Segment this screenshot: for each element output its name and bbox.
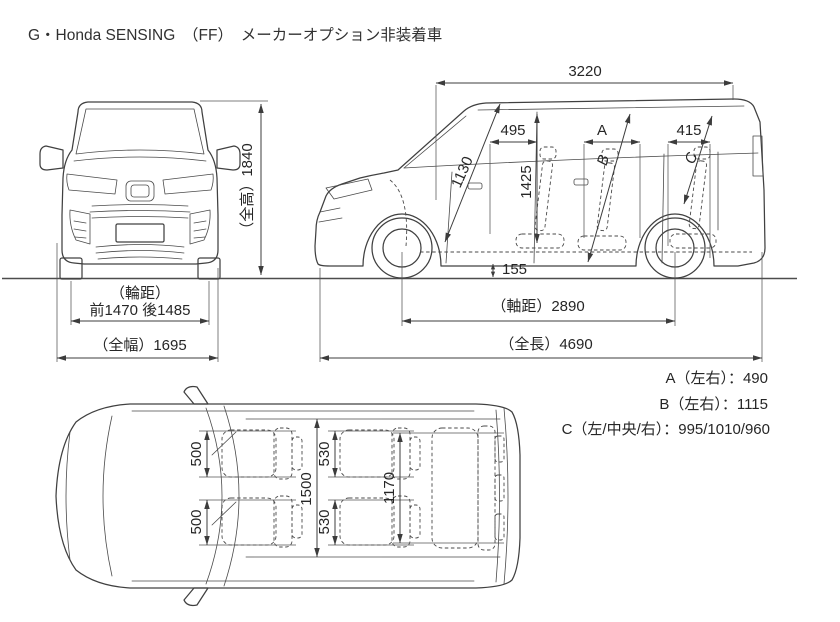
dim-front-seat-left: 500 [188,441,205,466]
front-view: （全高）1840 （輪距） 前1470 後1485 （全幅）1695 [39,100,268,362]
page-title: G・Honda SENSING （FF） メーカーオプション非装着車 [28,26,442,44]
honda-emblem-inner [130,184,150,198]
windshield-arc-2 [223,405,240,587]
license-plate [115,223,165,243]
dim-tread-values: 前1470 後1485 [90,302,191,319]
dim-second-seat-left: 530 [316,441,333,466]
side-view: 3220 495 1130 1425 A B 415 C 155 [314,63,766,362]
wiper-top [211,431,237,456]
legend: A（左右）：490 B（左右）：1115 C（左/中央/右）：995/1010/… [562,370,770,438]
dim-label-b: B [594,153,613,167]
cowl-line [73,156,207,162]
mirror-top [183,385,209,405]
seat-ext-lines-third [393,432,504,544]
dim-slide-door-height: 1425 [518,165,535,198]
windshield [75,108,205,155]
rear-hatch-arc-1 [495,409,500,583]
mirror-left [39,145,64,171]
grille-bar-2 [89,210,191,213]
door-height-dim [444,103,501,243]
side-seat-row1 [515,146,565,249]
side-headlamp [325,178,373,200]
dim-tread-caption: （輪距） [110,285,170,302]
top-seat-third-bench [431,425,505,551]
mirror-bottom [183,587,209,607]
bumper-vent-right [189,209,211,245]
legend-a: A（左右）：490 [665,370,768,387]
headlight-right [162,173,214,195]
dim-front-door-width: 495 [500,122,525,139]
legend-c: C（左/中央/右）：995/1010/960 [562,421,770,438]
dim-label-a: A [597,122,607,139]
slide-door-seam [661,153,665,264]
slide-door-handle [573,178,589,186]
front-wheel-left [59,257,83,280]
dim-front-seat-right: 500 [188,509,205,534]
front-wheel-right [197,257,221,280]
front-body-outline [61,101,219,265]
dim-overall-height: （全高）1840 [238,143,256,236]
wiper-bottom [211,501,237,526]
dim-label-c: C [682,150,702,166]
grille-bar-1 [91,204,189,207]
b-dim [587,113,631,263]
windshield-arc-1 [205,407,223,585]
a-pillar-line [403,115,467,169]
hood-arc [102,415,113,577]
seat-ext-lines-second [328,430,414,546]
dim-wheelbase: （軸距）2890 [491,298,584,315]
dim-ground-clearance: 155 [502,261,527,278]
headlight-left [66,173,118,195]
window-top-line [477,105,745,111]
top-seat-second-right [339,495,421,548]
top-body-outline [55,403,521,589]
bumper-arc [65,431,71,561]
top-seat-second-left [339,427,421,480]
rear-hatch-arc-2 [503,407,509,585]
honda-emblem [125,180,155,202]
side-body-outline [314,98,766,267]
seat-ext-lines-front [199,430,296,546]
grille-bar-3 [91,216,189,219]
c-dim [683,115,713,205]
legend-b: B（左右）：1115 [659,396,768,413]
dim-overall-width: （全幅）1695 [93,336,186,354]
dashboard-dashed [389,179,408,247]
dim-interior-width: 1500 [298,472,315,505]
front-door-handle [467,182,483,190]
front-bumper-lines [318,207,343,223]
top-view: 500 500 1500 530 530 1170 [55,385,521,607]
bumper-vent-left [69,209,91,245]
dim-third-seat: 1170 [381,472,398,504]
dim-interior-length: 3220 [568,63,601,80]
lower-grille [95,244,185,260]
dim-second-seat-right: 530 [316,509,333,534]
dim-overall-length: （全長）4690 [499,335,592,353]
dim-tailgate-width: 415 [676,122,701,139]
rear-lamp [752,135,764,177]
top-seat-front-left [221,427,303,480]
mirror-right [216,145,241,171]
